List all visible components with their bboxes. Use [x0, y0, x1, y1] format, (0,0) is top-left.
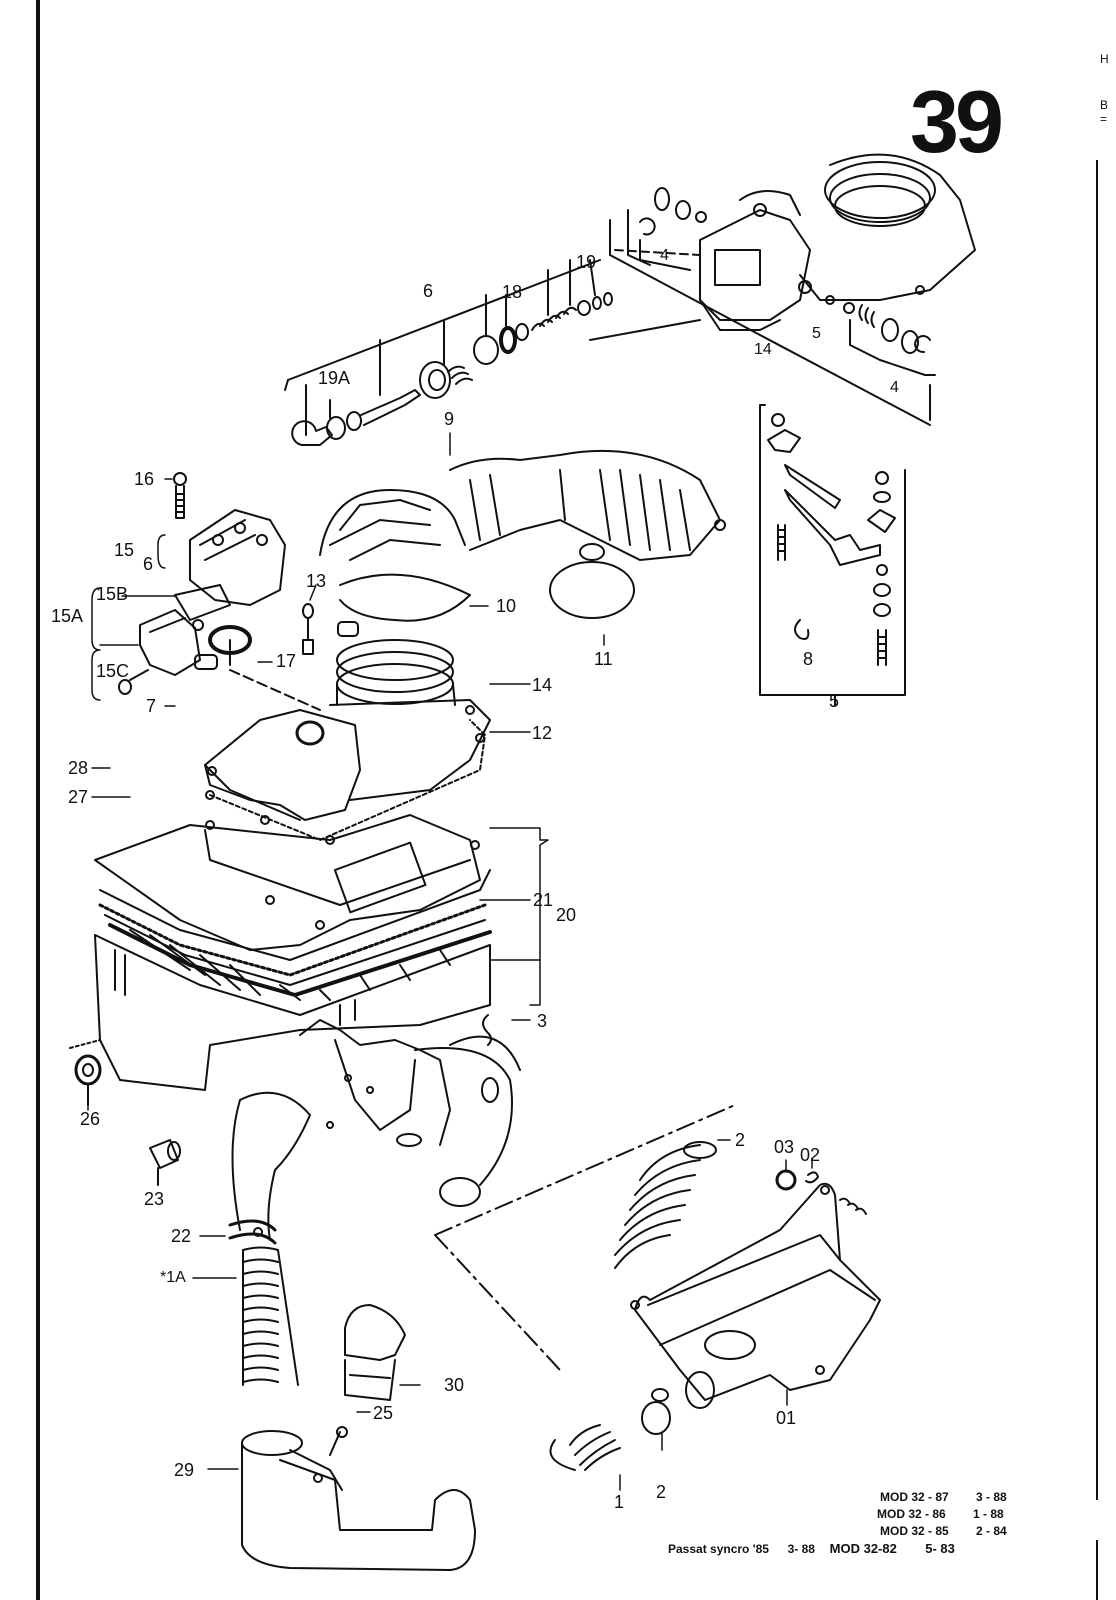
page-number: 39	[910, 72, 1004, 171]
callout-15c: 15C	[96, 661, 130, 681]
footer-model: MOD 32 - 87	[880, 1490, 949, 1504]
callout-03: 03	[774, 1137, 795, 1157]
footer-model: MOD 32 - 86	[877, 1507, 946, 1521]
connection-line	[434, 1234, 561, 1371]
throttle-body-assembly	[699, 153, 976, 331]
part-12-upper-housing	[204, 709, 486, 845]
callout-3: 3	[537, 1011, 548, 1031]
footer-vehicle-row: Passat syncro '85 3- 88 MOD 32-82 5- 83	[668, 1541, 955, 1556]
callout-15a: 15A	[51, 606, 84, 626]
part-17-ring	[208, 625, 252, 655]
callout-19a: 19A	[318, 368, 351, 388]
footer-row: MOD 32 - 87 3 - 88	[880, 1490, 1007, 1504]
callout-leaders	[87, 432, 813, 1491]
page-right-rule	[1096, 160, 1098, 1500]
footer-date: 1 - 88	[973, 1507, 1004, 1521]
bracket-14-5	[609, 219, 931, 426]
callout-11: 11	[594, 649, 613, 669]
part-23-sleeve	[149, 1139, 181, 1186]
part-9-intake-hose	[319, 449, 726, 619]
part-03-nut	[775, 1169, 797, 1191]
connection-line	[434, 1104, 736, 1236]
footer-model: MOD 32-82	[829, 1541, 897, 1556]
part-1A-corrugated-hose	[242, 1246, 299, 1386]
callout-8: 8	[803, 649, 814, 669]
callout-10: 10	[496, 596, 517, 616]
part-3-clip	[482, 1014, 492, 1046]
part-13-plug	[302, 603, 314, 655]
callout-18: 18	[502, 282, 523, 302]
callout-5-upper: 5	[812, 325, 821, 342]
part-10-clamp	[337, 573, 471, 637]
part-2-upper-clamp	[614, 1141, 717, 1269]
callout-2-lower: 2	[656, 1482, 667, 1502]
page-right-rule-lower	[1096, 1540, 1098, 1600]
callout-6-sub: 6	[143, 554, 154, 574]
callout-21: 21	[533, 890, 554, 910]
callout-30: 30	[444, 1375, 465, 1395]
callout-15b: 15B	[96, 584, 129, 604]
footer-date: 2 - 84	[976, 1524, 1007, 1538]
part-15-control-unit	[173, 472, 286, 621]
footer-vehicle-date: 3- 88	[787, 1542, 815, 1556]
part-4-lower-kit	[843, 302, 936, 421]
edge-mark-h: H	[1100, 52, 1109, 66]
callout-14-upper: 14	[754, 341, 772, 358]
footer-model: MOD 32 - 85	[880, 1524, 949, 1538]
footer-row: MOD 32 - 86 1 - 88	[877, 1507, 1004, 1521]
connection-line	[229, 639, 321, 711]
footer-vehicle: Passat syncro '85	[668, 1542, 769, 1556]
callout-26: 26	[80, 1109, 101, 1129]
callout-15: 15	[114, 540, 135, 560]
callout-19: 19	[576, 252, 597, 272]
callout-7: 7	[146, 696, 157, 716]
callout-9: 9	[444, 409, 455, 429]
callout-4-upper: 4	[660, 247, 669, 264]
part-5-bracket-kit	[759, 404, 906, 706]
part-02-clip	[805, 1171, 819, 1184]
callout-1a: *1A	[160, 1269, 186, 1286]
part-20-air-filter-housing	[94, 814, 492, 1091]
callout-5-kit: 5	[829, 691, 840, 711]
callout-17: 17	[276, 651, 297, 671]
footer-date: 5- 83	[925, 1541, 955, 1556]
callout-02: 02	[800, 1145, 821, 1165]
callout-16: 16	[134, 469, 155, 489]
callout-25: 25	[373, 1403, 394, 1423]
callout-2-upper: 2	[735, 1130, 746, 1150]
callout-13: 13	[306, 571, 327, 591]
callout-27: 27	[68, 787, 89, 807]
part-26-grommet	[69, 1039, 102, 1106]
callout-28: 28	[68, 758, 89, 778]
part-15A-sensor	[118, 609, 218, 695]
part-29-duct	[241, 1426, 476, 1571]
edge-mark-b: B	[1100, 98, 1109, 112]
callout-23: 23	[144, 1189, 165, 1209]
callout-22: 22	[171, 1226, 192, 1246]
footer-date: 3 - 88	[976, 1490, 1007, 1504]
callout-29: 29	[174, 1460, 195, 1480]
footer-row: MOD 32 - 85 2 - 84	[880, 1524, 1007, 1538]
callout-1: 1	[614, 1492, 625, 1512]
edge-mark-eq: =	[1100, 112, 1108, 126]
callout-6-valve: 6	[423, 281, 434, 301]
intake-duct-assembly	[228, 1019, 521, 1245]
part-1-lower-hose	[549, 1388, 671, 1471]
part-14-flow-meter	[329, 639, 491, 801]
page-binding-edge	[36, 0, 40, 1600]
part-30-elbow	[344, 1304, 406, 1401]
part-01-heat-shield	[630, 1182, 881, 1409]
callout-01: 01	[776, 1408, 797, 1428]
callout-20: 20	[556, 905, 577, 925]
callout-4-lower: 4	[890, 379, 899, 396]
part-6-valve-assembly	[284, 259, 613, 446]
callout-14-mid: 14	[532, 675, 553, 695]
part-4-upper-kit	[614, 187, 707, 271]
callout-12: 12	[532, 723, 553, 743]
